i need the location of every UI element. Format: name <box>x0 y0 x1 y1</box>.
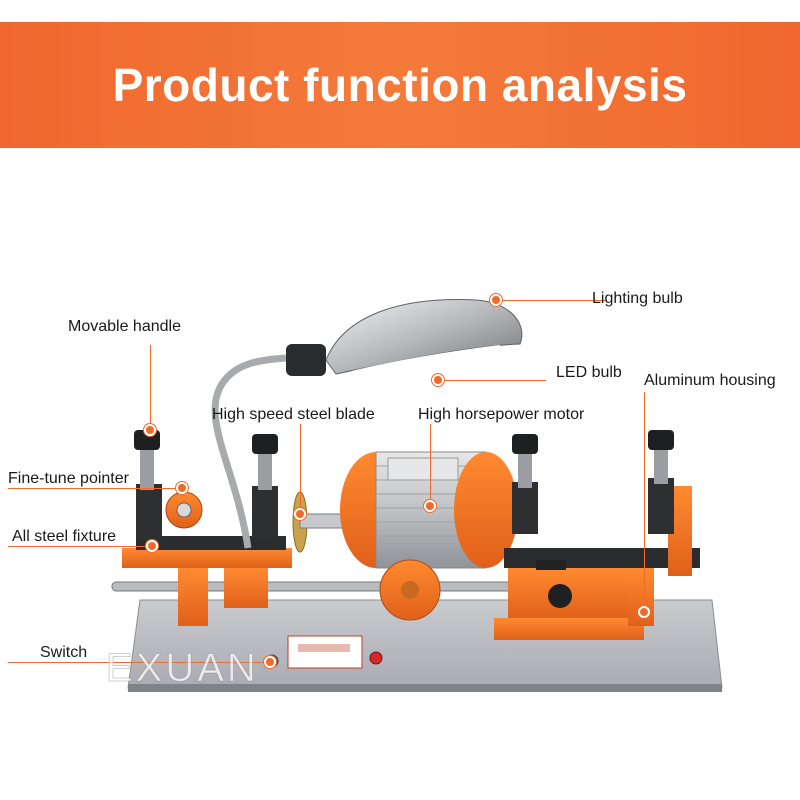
blade-leader <box>300 424 301 512</box>
lighting-bulb-dot <box>490 294 502 306</box>
aluminum-housing-leader <box>644 392 645 612</box>
label-switch: Switch <box>40 644 88 661</box>
banner-title: Product function analysis <box>112 59 688 111</box>
lighting-bulb-leader <box>502 300 606 301</box>
led-bulb-leader <box>444 380 546 381</box>
label-fine-tune-pointer: Fine-tune pointer <box>8 470 129 487</box>
label-all-steel-fixture: All steel fixture <box>12 528 117 545</box>
movable-handle-dot <box>144 424 156 436</box>
label-aluminum-housing: Aluminum housing <box>644 372 776 389</box>
watermark: EXUAN <box>106 646 259 691</box>
switch-dot <box>264 656 276 668</box>
label-led-bulb: LED bulb <box>556 364 622 381</box>
aluminum-housing-dot <box>638 606 650 618</box>
label-high-horsepower-motor: High horsepower motor <box>418 406 585 423</box>
switch-leader <box>8 662 266 663</box>
fixture-dot <box>146 540 158 552</box>
blade-dot <box>294 508 306 520</box>
label-lighting-bulb: Lighting bulb <box>592 290 683 307</box>
motor-dot <box>424 500 436 512</box>
title-banner: Product function analysis <box>0 22 800 148</box>
fixture-leader <box>8 546 148 547</box>
motor-leader <box>430 424 431 504</box>
led-bulb-dot <box>432 374 444 386</box>
label-high-speed-steel-blade: High speed steel blade <box>212 406 375 423</box>
fine-tune-dot <box>176 482 188 494</box>
key-cutting-machine-illustration <box>111 299 723 692</box>
label-movable-handle: Movable handle <box>68 318 181 335</box>
movable-handle-leader <box>150 345 151 427</box>
fine-tune-leader <box>8 488 178 489</box>
